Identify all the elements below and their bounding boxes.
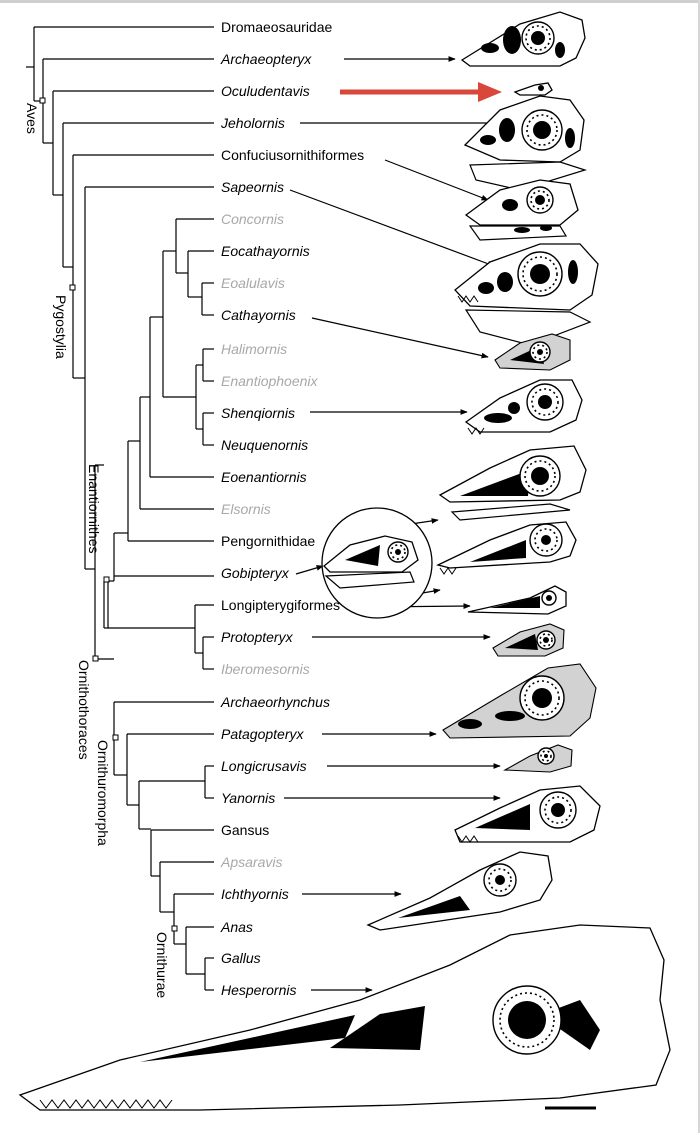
taxon-label: Enantiophoenix [221,373,319,389]
clade-label-ornithothoraces: Ornithothoraces [76,660,92,760]
skull-patagopteryx [442,663,597,739]
clade-label-enantiornithes: Enantiornithes [86,464,102,554]
skull-protopteryx [492,623,565,657]
taxon-label: Archaeopteryx [220,51,312,67]
taxon-label: Anas [220,919,253,935]
taxon-labels: Dromaeosauridae Archaeopteryx Oculudenta… [220,19,364,998]
taxon-label: Eocathayornis [221,243,310,259]
skull-eoenantiornis [438,445,587,521]
skull-ichthyornis [366,851,553,931]
skull-archaeopteryx [460,11,586,67]
skull-shenqiornis [464,379,583,435]
taxon-label: Eoenantiornis [221,469,307,485]
taxon-label: Gallus [221,950,261,966]
taxon-label: Yanornis [221,790,275,806]
taxon-label: Hesperornis [221,982,296,998]
skull-confuciusornithiformes [464,179,579,241]
taxon-label: Confuciusornithiformes [221,147,364,163]
skull-oculudentavis [513,82,553,96]
top-border [0,0,700,3]
clade-label-ornithuromorpha: Ornithuromorpha [95,740,111,846]
skull-jeholornis [463,95,588,191]
node-ornithurae [171,925,178,932]
taxon-label: Gansus [221,822,269,838]
node-markers [39,97,178,932]
tree-branches [26,26,214,991]
taxon-label: Oculudentavis [221,83,310,99]
right-border [698,0,700,1133]
taxon-label: Dromaeosauridae [221,19,332,35]
taxon-label: Halimornis [221,341,287,357]
skull-yanornis [454,785,601,843]
taxon-label: Jeholornis [220,115,285,131]
skull-pengornithidae [436,521,577,575]
taxon-label: Neuquenornis [221,437,308,453]
highlight-arrow-oculudentavis [340,82,502,102]
taxon-label: Eoalulavis [221,275,285,291]
clade-label-pygostylia: Pygostylia [53,295,69,359]
taxon-label: Gobipteryx [221,565,290,581]
node-aves [39,97,46,104]
taxon-label: Sapeornis [221,179,284,195]
taxon-label: Protopteryx [221,629,294,645]
node-ornithothoraces [92,655,99,662]
taxon-label: Concornis [221,211,284,227]
taxon-label: Apsaravis [220,854,282,870]
taxon-label: Pengornithidae [221,533,315,549]
taxon-label: Patagopteryx [221,726,304,742]
taxon-label: Elsornis [221,501,271,517]
clade-label-ornithurae: Ornithurae [154,932,170,998]
taxon-label: Cathayornis [221,307,296,323]
arrow-gobipteryx [295,565,324,575]
skull-longipterygiformes [467,585,567,615]
node-enantiornithes [103,576,110,583]
taxon-label: Iberomesornis [221,661,310,677]
taxon-label: Ichthyornis [221,886,289,902]
skull-cathayornis [494,333,571,371]
taxon-label: Shenqiornis [221,405,295,421]
taxon-label: Longipterygiformes [221,597,340,613]
taxon-label: Archaeorhynchus [220,694,330,710]
clade-label-aves: Aves [24,103,40,134]
arrow-cathayornis [311,317,489,359]
skull-longicrusavis [503,744,573,773]
taxon-label: Longicrusavis [221,758,307,774]
skull-hesperornis [18,924,671,1111]
arrow-confuciusornithiformes [384,159,489,201]
node-pygostylia [69,284,76,291]
arrow-sapeornis [289,189,495,267]
node-ornithuromorpha [112,734,119,741]
skull-sapeornis [454,243,599,346]
skull-gobipteryx [321,507,433,619]
